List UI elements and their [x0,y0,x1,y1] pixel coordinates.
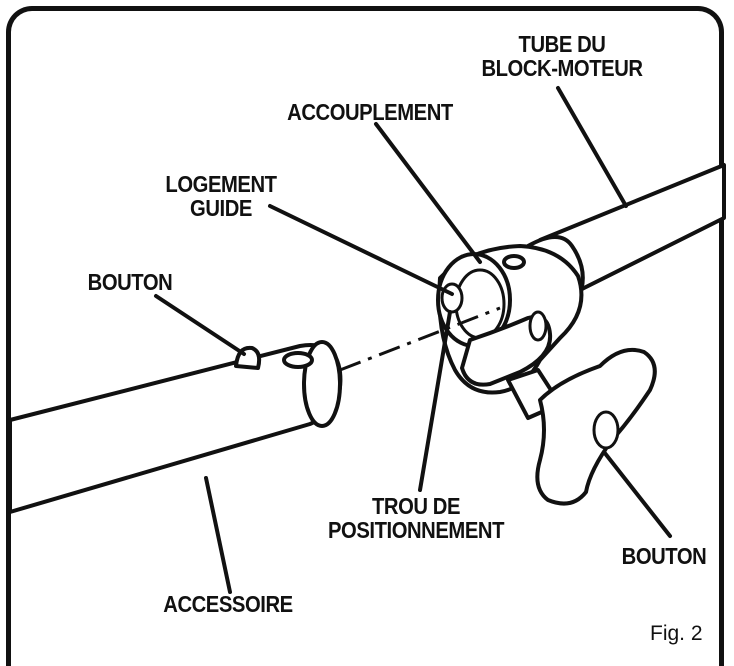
figure-caption: Fig. 2 [650,622,703,645]
label-tube-du-block-moteur: TUBE DU BLOCK-MOTEUR [481,31,643,81]
label-accouplement: ACCOUPLEMENT [287,99,453,125]
leader-trou [418,310,452,492]
figure-frame [6,6,724,666]
clamp-hole [528,310,548,342]
leader-tube [556,86,628,208]
accessory-tube [8,343,343,514]
coupling-slot [502,254,526,270]
label-bouton-right: BOUTON [621,543,707,569]
leader-bouton-right [602,450,672,538]
leader-accessoire [204,476,232,594]
coupling-inner [454,268,506,340]
leader-accouplement [374,122,482,264]
leader-bouton-left [154,294,246,356]
label-trou-de-positionnement: TROU DE POSITIONNEMENT [327,493,504,543]
label-bouton-left: BOUTON [87,269,173,295]
alignment-line [339,306,501,372]
label-logement-guide: LOGEMENT GUIDE [165,171,277,221]
leader-logement-guide [268,204,454,296]
accessory-positioning-hole [282,351,314,369]
label-accessoire: ACCESSOIRE [163,591,293,617]
guide-housing [440,282,464,314]
knob-center [592,410,620,450]
coupling-clamp [460,314,553,387]
